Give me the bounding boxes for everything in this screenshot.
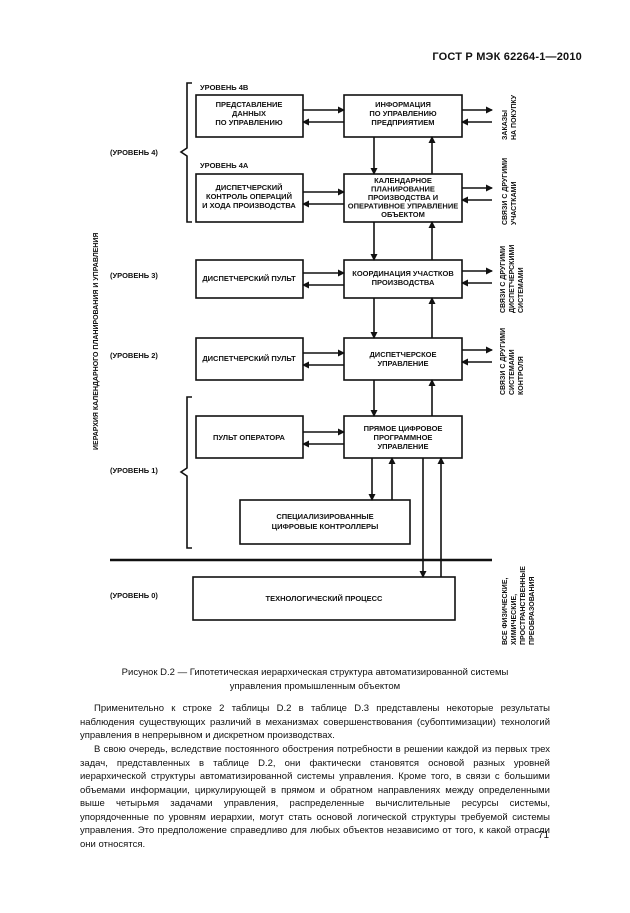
box-text-line: ИНФОРМАЦИЯ	[375, 100, 431, 109]
caption-line: Рисунок D.2 — Гипотетическая иерархическ…	[121, 667, 509, 678]
box-text-line: ДИСПЕТЧЕРСКОЕ	[369, 350, 436, 359]
box-text-line: ПО УПРАВЛЕНИЮ	[215, 118, 282, 127]
paragraph: Применительно к строке 2 таблицы D.2 в т…	[80, 703, 550, 741]
box-text: ПУЛЬТ ОПЕРАТОРА	[213, 433, 286, 442]
box-text-line: ОПЕРАТИВНОЕ УПРАВЛЕНИЕ	[348, 202, 458, 211]
box-text-line: ЦИФРОВЫЕ КОНТРОЛЛЕРЫ	[272, 522, 379, 531]
box-text-line: СВЯЗИ С ДРУГИМИ	[502, 158, 509, 225]
box-text-line: ХИМИЧЕСКИЕ,	[511, 594, 518, 645]
box-text-line: ПРЕДСТАВЛЕНИЕ	[216, 100, 283, 109]
box-text-line: НА ПОКУПКУ	[511, 94, 518, 140]
box-dispatch-console-3	[195, 259, 304, 299]
box-text-line: ПРОСТРАНСТВЕННЫЕ	[520, 566, 527, 645]
box-text-line: ПРОИЗВОДСТВА	[372, 278, 435, 287]
box-dispatch-control	[195, 173, 304, 223]
sublevel-4a-label: УРОВЕНЬ 4А	[200, 161, 249, 170]
box-text-line: КОНТРОЛЬ ОПЕРАЦИЙ	[206, 192, 292, 201]
box-text-line: ПРОИЗВОДСТВА И	[368, 193, 438, 202]
box-enterprise-info	[343, 94, 463, 138]
box-text-line: ПРЯМОЕ ЦИФРОВОЕ	[364, 424, 443, 433]
hierarchy-diagram: ИЕРАРХИЯ КАЛЕНДАРНОГО ПЛАНИРОВАНИЯ И УПР…	[93, 82, 536, 645]
box-text-line: УПРАВЛЕНИЕ	[377, 359, 428, 368]
paragraph: В свою очередь, вследствие постоянного о…	[80, 744, 550, 850]
box-text-line: СВЯЗИ С ДРУГИМИ	[500, 328, 507, 395]
hierarchy-label: ИЕРАРХИЯ КАЛЕНДАРНОГО ПЛАНИРОВАНИЯ И УПР…	[93, 233, 100, 450]
box-data-representation	[195, 94, 304, 138]
box-text-line: КОНТРОЛЯ	[518, 356, 525, 395]
box-text-line: ДАННЫХ	[232, 109, 266, 118]
box-text: ДИСПЕТЧЕРСКИЙ ПУЛЬТ	[202, 354, 296, 363]
level-4-label: (УРОВЕНЬ 4)	[110, 148, 158, 157]
box-text-line: ПРОГРАММНОЕ	[374, 433, 433, 442]
bracket-level-4	[179, 82, 192, 223]
box-direct-digital-control	[343, 415, 463, 459]
box-area-coordination	[343, 259, 463, 299]
box-text-line: ПРЕОБРАЗОВАНИЯ	[529, 576, 536, 645]
box-text-line: ПО УПРАВЛЕНИЮ	[369, 109, 436, 118]
box-technological-process	[192, 576, 456, 621]
level-1-label: (УРОВЕНЬ 1)	[110, 466, 158, 475]
box-dispatch-console-2	[195, 337, 304, 381]
level-2-label: (УРОВЕНЬ 2)	[110, 351, 158, 360]
caption-line: управления промышленным объектом	[229, 681, 401, 692]
box-text-line: ДИСПЕТЧЕРСКИЙ	[216, 183, 283, 192]
box-text-line: УЧАСТКАМИ	[511, 181, 518, 225]
box-text-line: ЗАКАЗЫ	[502, 110, 509, 140]
box-text-line: УПРАВЛЕНИЕ	[377, 442, 428, 451]
box-supervisory-control	[343, 337, 463, 381]
document-header: ГОСТ Р МЭК 62264-1—2010	[432, 51, 582, 63]
box-text-line: КООРДИНАЦИЯ УЧАСТКОВ	[352, 269, 454, 278]
box-text-line: СВЯЗИ С ДРУГИМИ	[500, 246, 507, 313]
figure-caption: Рисунок D.2 — Гипотетическая иерархическ…	[80, 666, 550, 694]
box-text-line: ВСЕ ФИЗИЧЕСКИЕ,	[502, 578, 509, 645]
box-text-line: ОБЪЕКТОМ	[381, 210, 425, 219]
box-text-line: И ХОДА ПРОИЗВОДСТВА	[202, 201, 296, 210]
box-text: ДИСПЕТЧЕРСКИЙ ПУЛЬТ	[202, 274, 296, 283]
page-number: 71	[538, 830, 550, 841]
box-text-line: СПЕЦИАЛИЗИРОВАННЫЕ	[276, 512, 373, 521]
box-operator-console	[195, 415, 304, 459]
bracket-level-1	[179, 396, 192, 549]
level-0-label: (УРОВЕНЬ 0)	[110, 591, 158, 600]
side-label-all-transforms: ВСЕ ФИЗИЧЕСКИЕ,ХИМИЧЕСКИЕ,ПРОСТРАНСТВЕНН…	[502, 566, 536, 645]
box-text-line: СИСТЕМАМИ	[509, 349, 516, 395]
level-3-label: (УРОВЕНЬ 3)	[110, 271, 158, 280]
box-text-line: КАЛЕНДАРНОЕ	[374, 176, 432, 185]
box-specialized-controllers	[239, 499, 411, 545]
box-text-line: СИСТЕМАМИ	[518, 267, 525, 313]
box-text-line: ПРЕДПРИЯТИЕМ	[371, 118, 434, 127]
box-text-line: ДИСПЕТЧЕРСКИМИ	[509, 245, 516, 313]
box-text-line: ПЛАНИРОВАНИЕ	[371, 185, 435, 194]
sublevel-4b-label: УРОВЕНЬ 4B	[200, 83, 249, 92]
box-text: ТЕХНОЛОГИЧЕСКИЙ ПРОЦЕСС	[266, 594, 384, 603]
